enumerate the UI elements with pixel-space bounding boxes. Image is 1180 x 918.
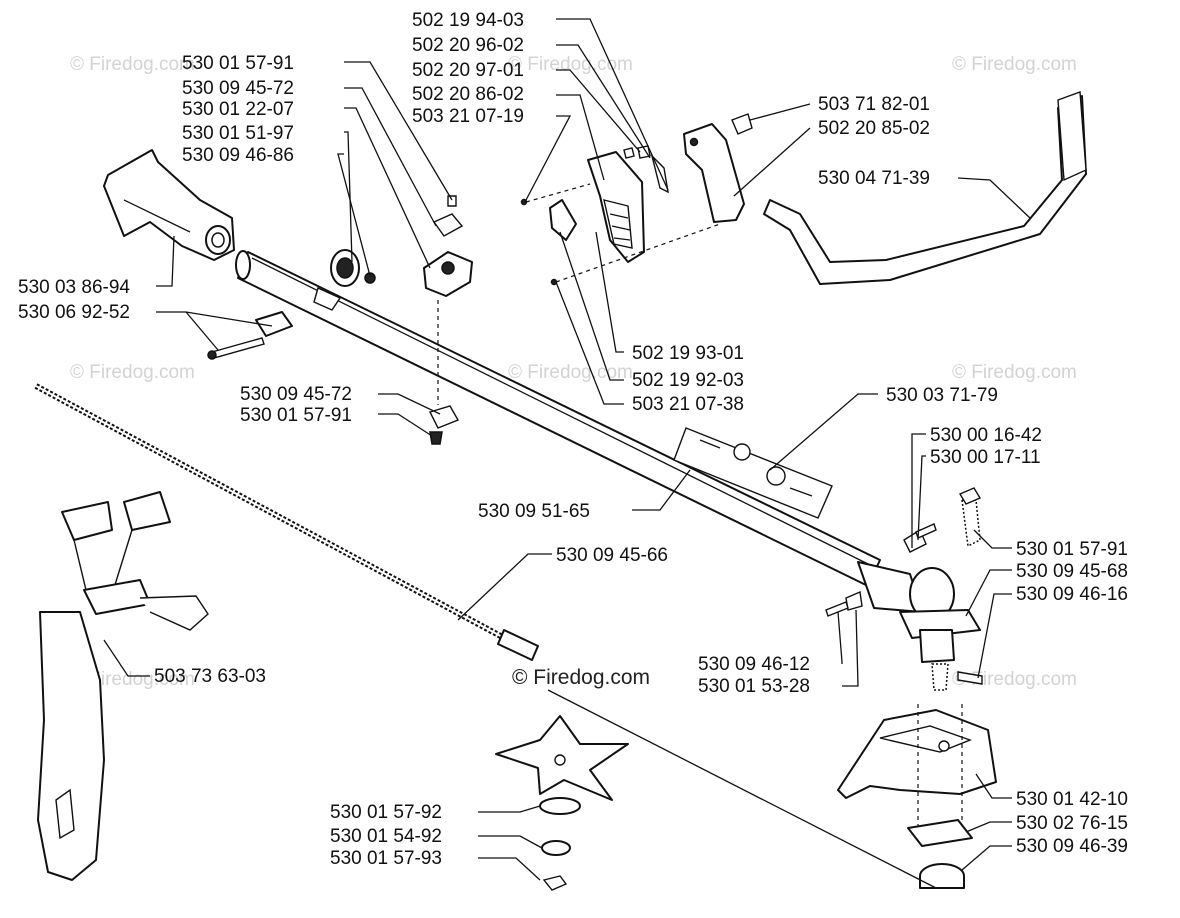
part-label-530-09-46-39: 530 09 46-39 [1016, 836, 1128, 857]
part-label-503-21-07-19: 503 21 07-19 [412, 106, 524, 127]
warning-decal [673, 427, 833, 519]
part-label-530-00-16-42: 530 00 16-42 [930, 425, 1042, 446]
watermark: © Firedog.com [70, 362, 195, 383]
leader-lines [103, 18, 1031, 889]
part-label-530-09-46-16: 530 09 46-16 [1016, 584, 1128, 605]
clamp-knob [423, 195, 473, 297]
part-label-530-09-46-86: 530 09 46-86 [182, 145, 294, 166]
part-label-530-09-45-68: 530 09 45-68 [1016, 561, 1128, 582]
part-label-503-21-07-38: 503 21 07-38 [632, 394, 744, 415]
throttle-cover [683, 113, 753, 223]
watermark: © Firedog.com [952, 54, 1077, 75]
part-label-502-19-92-03: 502 19 92-03 [632, 370, 744, 391]
part-label-530-01-53-28: 530 01 53-28 [698, 676, 810, 697]
watermark: © Firedog.com [70, 54, 195, 75]
part-label-502-20-96-02: 502 20 96-02 [412, 35, 524, 56]
part-label-502-19-93-01: 502 19 93-01 [632, 343, 744, 364]
pin-and-spacer [207, 311, 293, 360]
part-label-530-01-57-91-lower: 530 01 57-91 [240, 405, 352, 426]
throttle-housing [520, 145, 721, 286]
part-label-530-01-22-07: 530 01 22-07 [182, 99, 294, 120]
part-label-530-09-45-72: 530 09 45-72 [182, 78, 294, 99]
part-label-503-73-63-03: 503 73 63-03 [154, 666, 266, 687]
part-label-530-09-51-65: 530 09 51-65 [478, 501, 590, 522]
part-label-502-19-94-03: 502 19 94-03 [412, 10, 524, 31]
part-label-502-20-86-02: 502 20 86-02 [412, 84, 524, 105]
part-label-502-20-85-02: 502 20 85-02 [818, 118, 930, 139]
part-label-530-01-57-93: 530 01 57-93 [330, 848, 442, 869]
rear-grip-handle [103, 149, 235, 261]
watermark: © Firedog.com [952, 362, 1077, 383]
part-label-530-01-54-92: 530 01 54-92 [330, 826, 442, 847]
drive-cable [34, 383, 539, 661]
watermark: © Firedog.com [952, 669, 1077, 690]
watermark: © Firedog.com [508, 362, 633, 383]
part-label-530-09-45-66: 530 09 45-66 [556, 545, 668, 566]
part-label-502-20-97-01: 502 20 97-01 [412, 60, 524, 81]
blade-guard [837, 704, 997, 828]
part-label-530-01-57-92: 530 01 57-92 [330, 802, 442, 823]
part-label-530-00-17-11: 530 00 17-11 [930, 447, 1041, 468]
part-label-530-01-42-10: 530 01 42-10 [1016, 789, 1128, 810]
part-label-530-06-92-52: 530 06 92-52 [18, 302, 130, 323]
part-number-labels: 502 19 94-03 502 20 96-02 502 20 97-01 5… [18, 10, 1128, 869]
long-bolt [958, 487, 982, 548]
part-label-530-02-76-15: 530 02 76-15 [1016, 813, 1128, 834]
cutting-blade [495, 715, 629, 891]
part-label-503-71-82-01: 503 71 82-01 [818, 94, 930, 115]
handle-bar [763, 91, 1087, 285]
part-label-530-01-57-91: 530 01 57-91 [182, 53, 294, 74]
clamp-plate [907, 819, 973, 889]
watermark-prominent: © Firedog.com [512, 666, 650, 689]
part-label-530-03-71-79: 530 03 71-79 [886, 385, 998, 406]
gear-head [825, 523, 983, 691]
part-label-530-03-86-94: 530 03 86-94 [18, 277, 130, 298]
watermark: © Firedog.com [508, 54, 633, 75]
part-label-530-09-45-72-lower: 530 09 45-72 [240, 384, 352, 405]
lower-bolt-assembly [429, 300, 460, 445]
shoulder-harness [37, 491, 209, 881]
part-label-530-09-46-12: 530 09 46-12 [698, 654, 810, 675]
part-label-530-01-51-97: 530 01 51-97 [182, 123, 294, 144]
part-label-530-01-57-91-bolt: 530 01 57-91 [1016, 539, 1128, 560]
part-label-530-04-71-39: 530 04 71-39 [818, 168, 930, 189]
